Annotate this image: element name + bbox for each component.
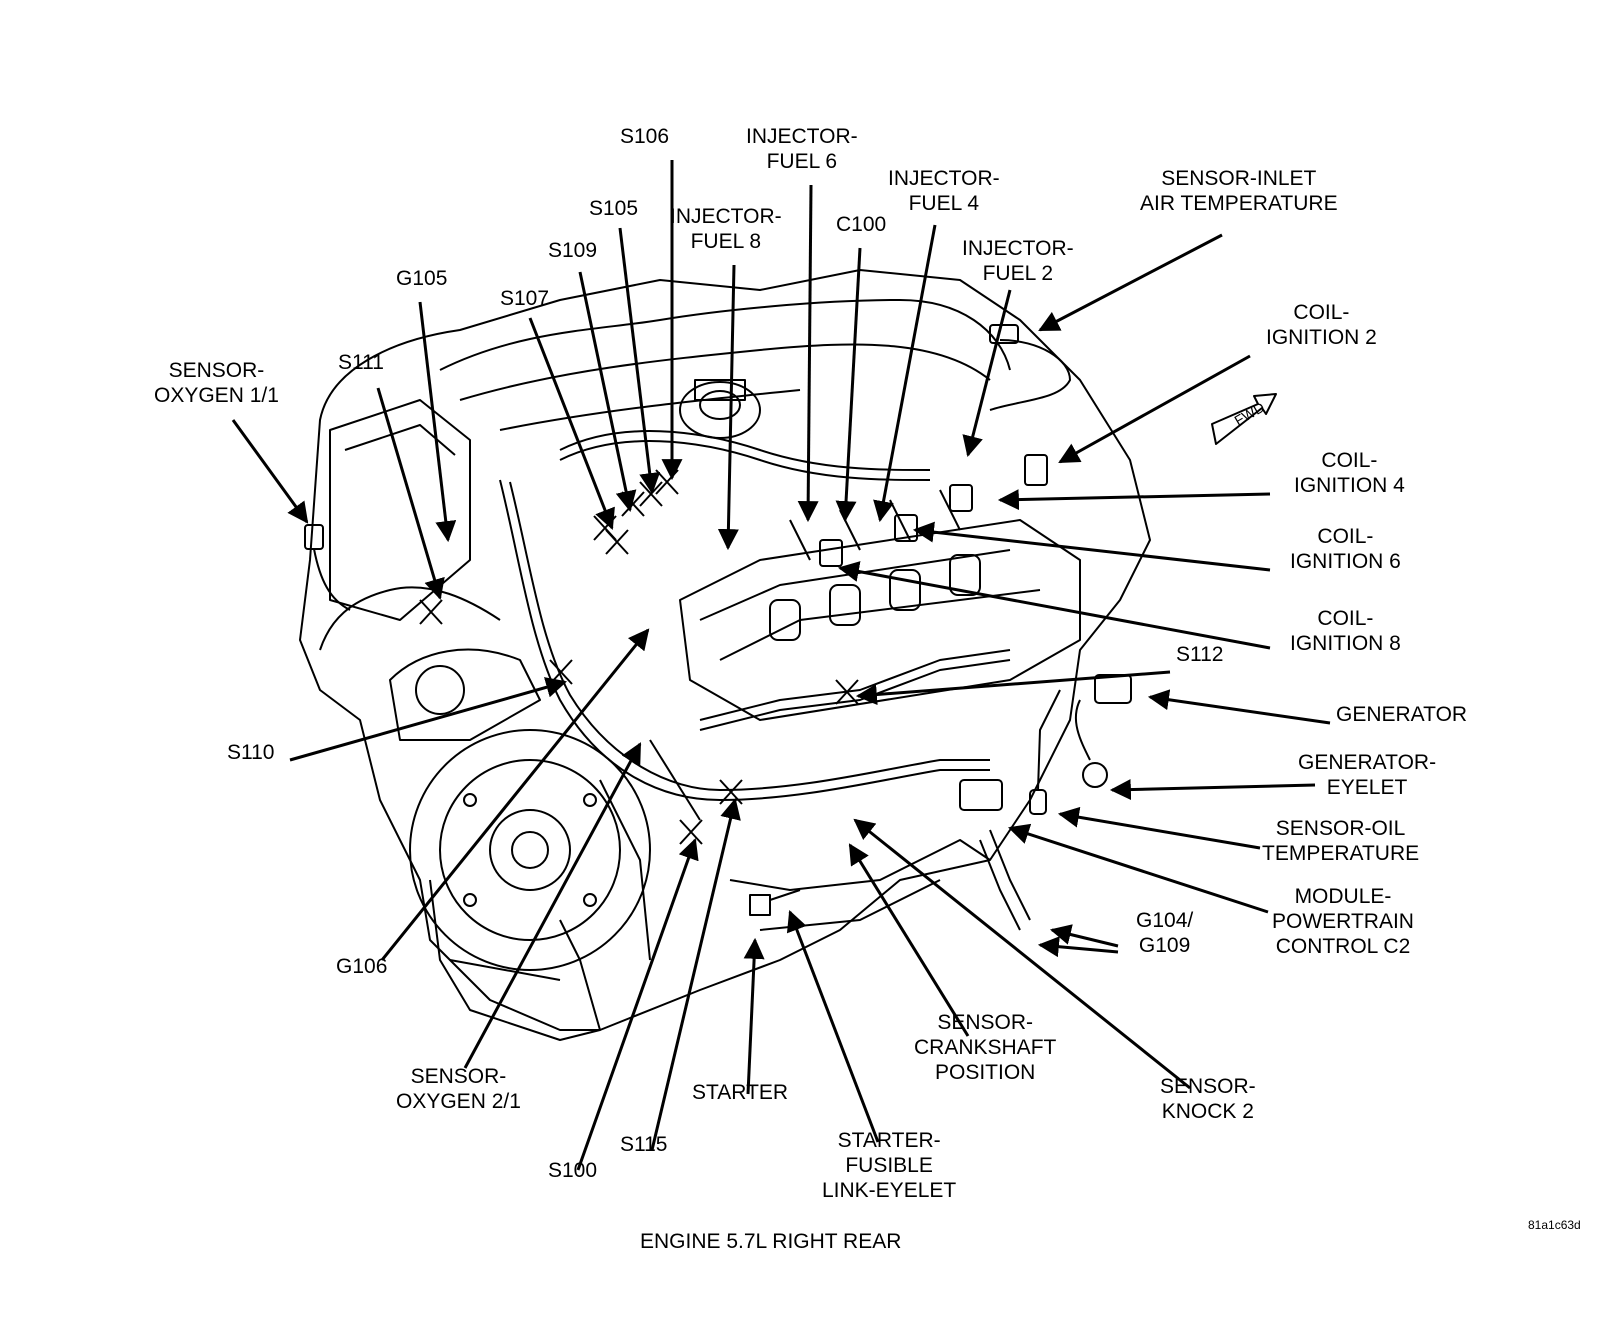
label-s100: S100: [548, 1159, 598, 1182]
label-sensor-oxygen-1-1: SENSOR-OXYGEN 1/1: [154, 359, 279, 407]
label-injector-fuel-4: INJECTOR-FUEL 4: [888, 167, 1000, 215]
fwd-label: FWD: [1232, 399, 1268, 429]
label-coil-ignition-8: COIL-IGNITION 8: [1290, 607, 1401, 655]
label-s112: S112: [1176, 643, 1224, 666]
label-s109: S109: [548, 239, 598, 262]
label-coil-ignition-4: COIL-IGNITION 4: [1294, 449, 1405, 497]
leader-arrows: [231, 160, 1331, 1171]
label-g104-g109: G104/G109: [1136, 909, 1194, 957]
label-c100: C100: [836, 213, 887, 236]
label-sensor-knock-2: SENSOR-KNOCK 2: [1160, 1075, 1256, 1123]
label-sensor-oxygen-2-1: SENSOR-OXYGEN 2/1: [396, 1065, 521, 1113]
label-generator-eyelet: GENERATOR-EYELET: [1298, 751, 1437, 799]
label-s115: S115: [620, 1133, 668, 1156]
label-s105: S105: [589, 197, 639, 220]
label-injector-fuel-6: INJECTOR-FUEL 6: [746, 125, 858, 173]
engine-block: [299, 269, 1277, 1041]
image-code: 81a1c63d: [1528, 1218, 1581, 1232]
label-s111: S111: [338, 351, 384, 374]
diagram-caption: ENGINE 5.7L RIGHT REAR: [640, 1230, 902, 1253]
label-s106: S106: [620, 125, 670, 148]
label-s107: S107: [500, 287, 550, 310]
label-injector-fuel-8: INJECTOR-FUEL 8: [670, 205, 782, 253]
label-coil-ignition-2: COIL-IGNITION 2: [1266, 301, 1377, 349]
label-g106: G106: [336, 955, 388, 978]
label-g105: G105: [396, 267, 448, 290]
label-starter: STARTER: [692, 1081, 789, 1104]
label-injector-fuel-2: INJECTOR-FUEL 2: [962, 237, 1074, 285]
label-s110: S110: [227, 741, 275, 764]
label-generator: GENERATOR: [1336, 703, 1468, 726]
label-coil-ignition-6: COIL-IGNITION 6: [1290, 525, 1401, 573]
